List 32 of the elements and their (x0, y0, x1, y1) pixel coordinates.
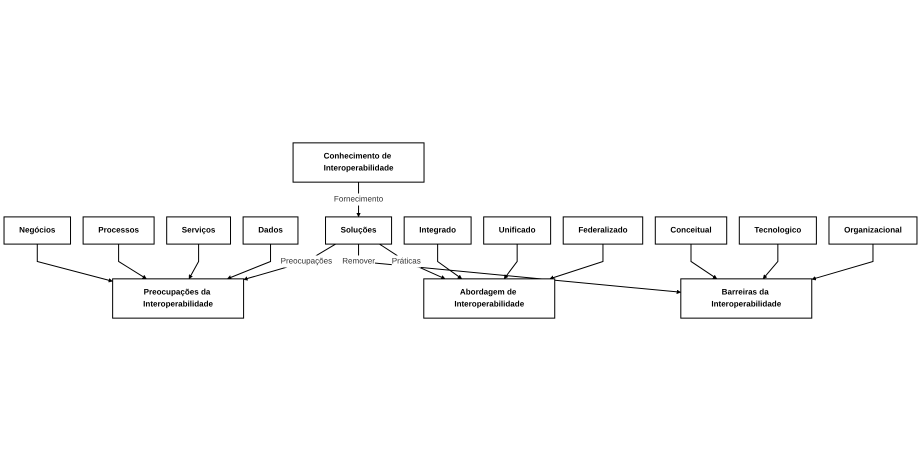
arrow (226, 244, 272, 280)
node-box: Organizacional (828, 216, 918, 245)
node-box: Preocupações da Interoperabilidade (112, 278, 244, 319)
arrow (504, 244, 518, 280)
node-box: Dados (242, 216, 298, 245)
arrow (812, 244, 874, 280)
edge-label: Fornecimento (334, 194, 384, 204)
arrow (243, 244, 336, 281)
node-box: Abordagem de Interoperabilidade (423, 278, 556, 319)
edge-label: Práticas (392, 256, 421, 266)
node-box: Processos (82, 216, 155, 245)
node-box: Barreiras da Interoperabilidade (680, 278, 812, 319)
arrow (188, 244, 200, 280)
arrow (379, 244, 446, 280)
arrow (358, 244, 681, 294)
arrow (762, 244, 778, 280)
node-box: Integrado (404, 216, 472, 245)
node-box: Unificado (483, 216, 552, 245)
arrow (118, 244, 147, 280)
edge-label: Preocupações (280, 256, 332, 266)
node-box: Conhecimento de Interoperabilidade (292, 142, 425, 183)
arrow (690, 244, 718, 280)
node-box: Soluções (325, 216, 392, 245)
edge-label: Remover (342, 256, 375, 266)
node-box: Tecnologico (738, 216, 817, 245)
node-box: Federalizado (562, 216, 644, 245)
arrow (437, 244, 462, 280)
node-box: Conceitual (654, 216, 728, 245)
node-box: Serviços (166, 216, 232, 245)
arrow (549, 244, 604, 280)
arrow (36, 244, 113, 282)
node-box: Negócios (4, 216, 72, 245)
